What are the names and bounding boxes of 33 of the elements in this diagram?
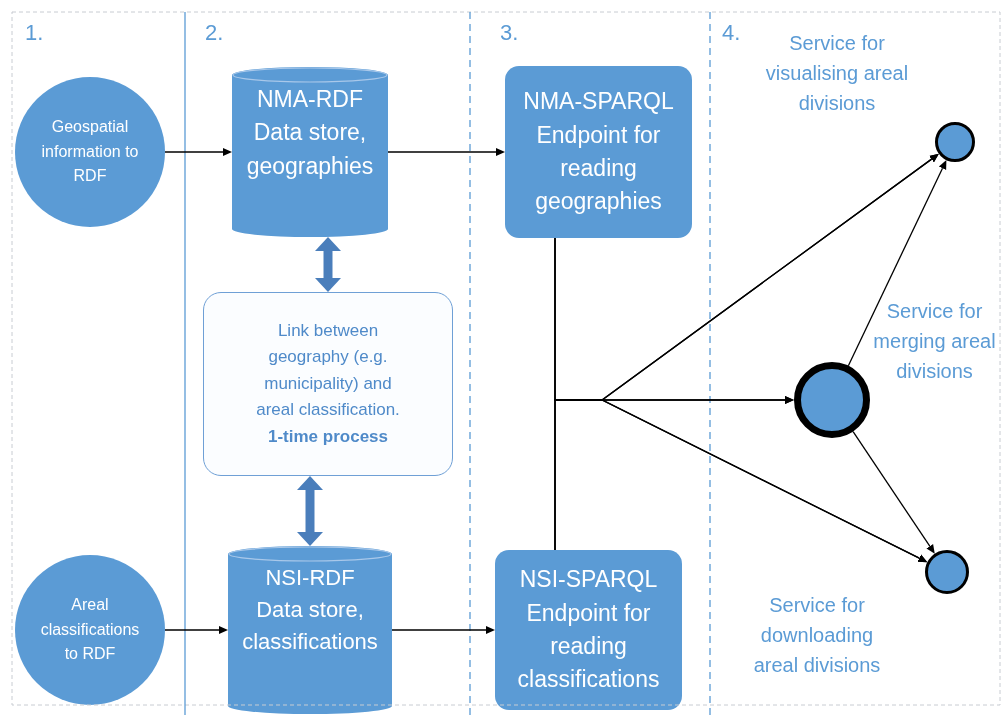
node-title: NMA-SPARQL [523,87,674,117]
node-title: NSI-RDF [265,564,355,592]
process-box [505,66,692,238]
note-text: Link between geography (e.g. municipality) and areal classification. [255,320,401,422]
node-title: NSI-SPARQL [519,565,658,595]
node-label: Endpoint for reading classifications [516,598,661,695]
arrow [852,430,935,554]
node-label: Geospatial information to RDF [40,116,140,187]
double-arrow [315,237,341,292]
column-number: 4. [722,20,741,46]
arrow [164,148,232,156]
node-label: Data store, geographies [245,118,375,181]
service-label: Service for merging areal divisions [872,299,997,384]
service-label: Service for downloading areal divisions [752,593,882,678]
node-label: Data store, classifications [241,595,379,656]
process-box [495,550,682,710]
arrow [554,399,928,563]
arrow [847,160,947,367]
arrow [164,626,228,634]
note-emphasis: 1-time process [268,425,388,448]
column-number: 1. [25,20,44,46]
service-label: Service for visualising areal divisions [764,31,910,116]
column-number: 3. [500,20,519,46]
column-number: 2. [205,20,224,46]
node-label: Endpoint for reading geographies [534,120,663,217]
note-box [203,292,453,476]
node-title: NMA-RDF [256,85,363,114]
service-circle [935,122,975,162]
service-circle [925,550,969,594]
double-arrow [297,476,323,546]
node-label: Areal classifications to RDF [39,594,141,665]
arrow [391,626,495,634]
arrow [387,148,505,156]
